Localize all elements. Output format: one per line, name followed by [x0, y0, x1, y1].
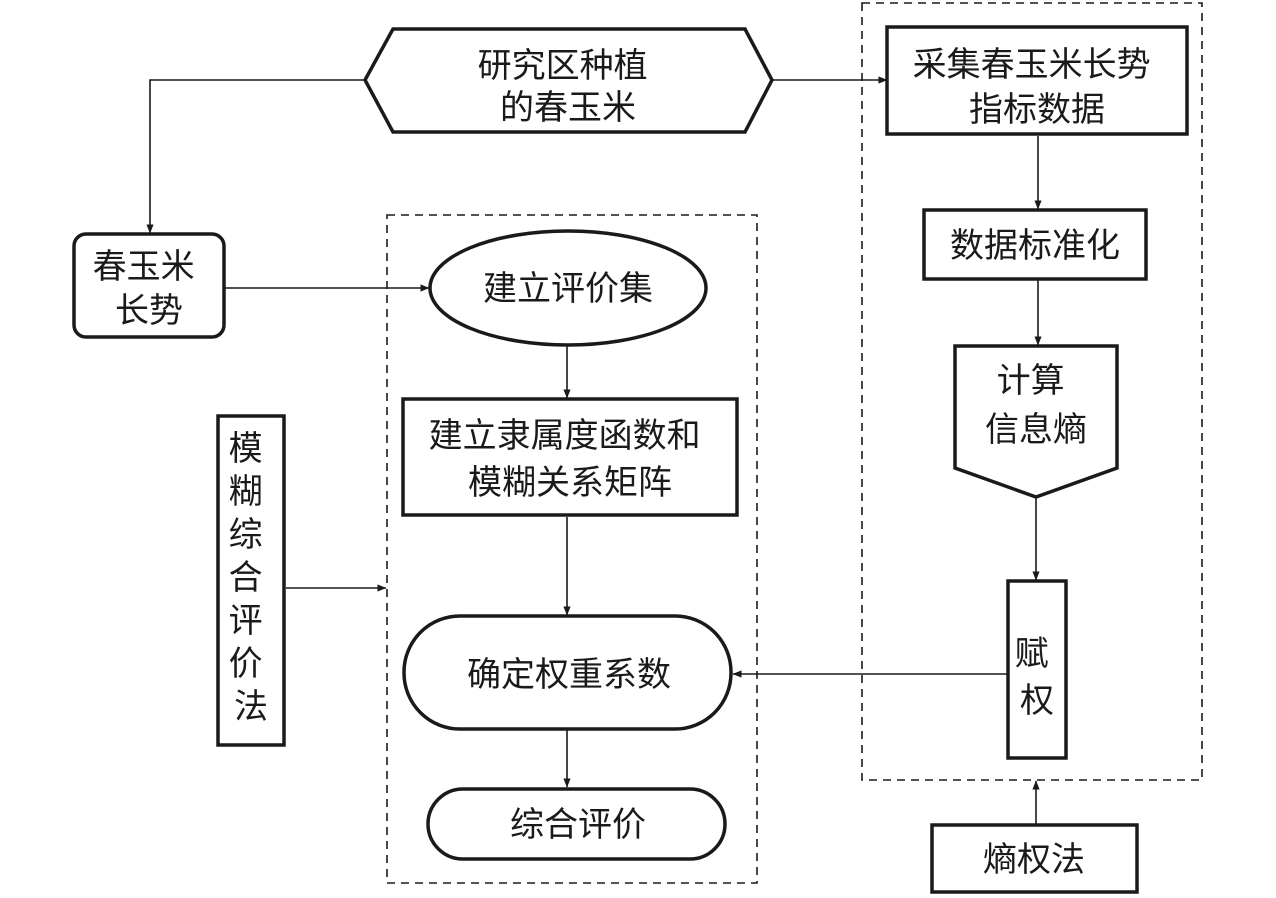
node-fuzzy-method-shape — [216, 414, 286, 747]
label-info-entropy: 计算 信息熵 — [985, 361, 1087, 450]
label-collect-data: 采集春玉米长势 指标数据 — [913, 45, 1162, 130]
node-corn-growth-shape — [72, 232, 226, 339]
node-weight-coef-shape — [402, 614, 733, 731]
connector-source-to-growth — [146, 79, 365, 234]
node-entropy-method-shape — [930, 823, 1139, 894]
node-assign-weight-shape — [1006, 579, 1068, 760]
label-fuzzy-method: 模 糊 综 合 评 价 法 — [229, 429, 274, 727]
node-spring-corn-source-shape — [363, 27, 774, 134]
entropy-weight-group — [861, 2, 1203, 781]
label-spring-corn-source: 研究区种植 的春玉米 — [478, 46, 659, 128]
label-corn-growth: 春玉米 长势 — [93, 247, 206, 331]
label-entropy-method: 熵权法 — [983, 840, 1085, 880]
label-membership: 建立隶属度函数和 模糊关系矩阵 — [429, 416, 712, 503]
label-comprehensive-eval: 综合评价 — [510, 805, 646, 845]
label-standardize: 数据标准化 — [950, 226, 1120, 266]
fuzzy-evaluation-group — [386, 214, 758, 884]
node-standardize-shape — [922, 208, 1148, 281]
label-weight-coef: 确定权重系数 — [467, 655, 671, 695]
connectors — [146, 76, 1042, 824]
node-info-entropy-shape — [953, 344, 1119, 499]
node-evaluation-set-shape — [428, 229, 708, 347]
label-evaluation-set: 建立评价集 — [483, 269, 653, 309]
node-collect-data-shape — [885, 25, 1189, 136]
node-comprehensive-eval-shape — [426, 787, 727, 861]
node-membership-shape — [401, 397, 739, 517]
label-assign-weight: 赋 权 — [1015, 634, 1060, 721]
